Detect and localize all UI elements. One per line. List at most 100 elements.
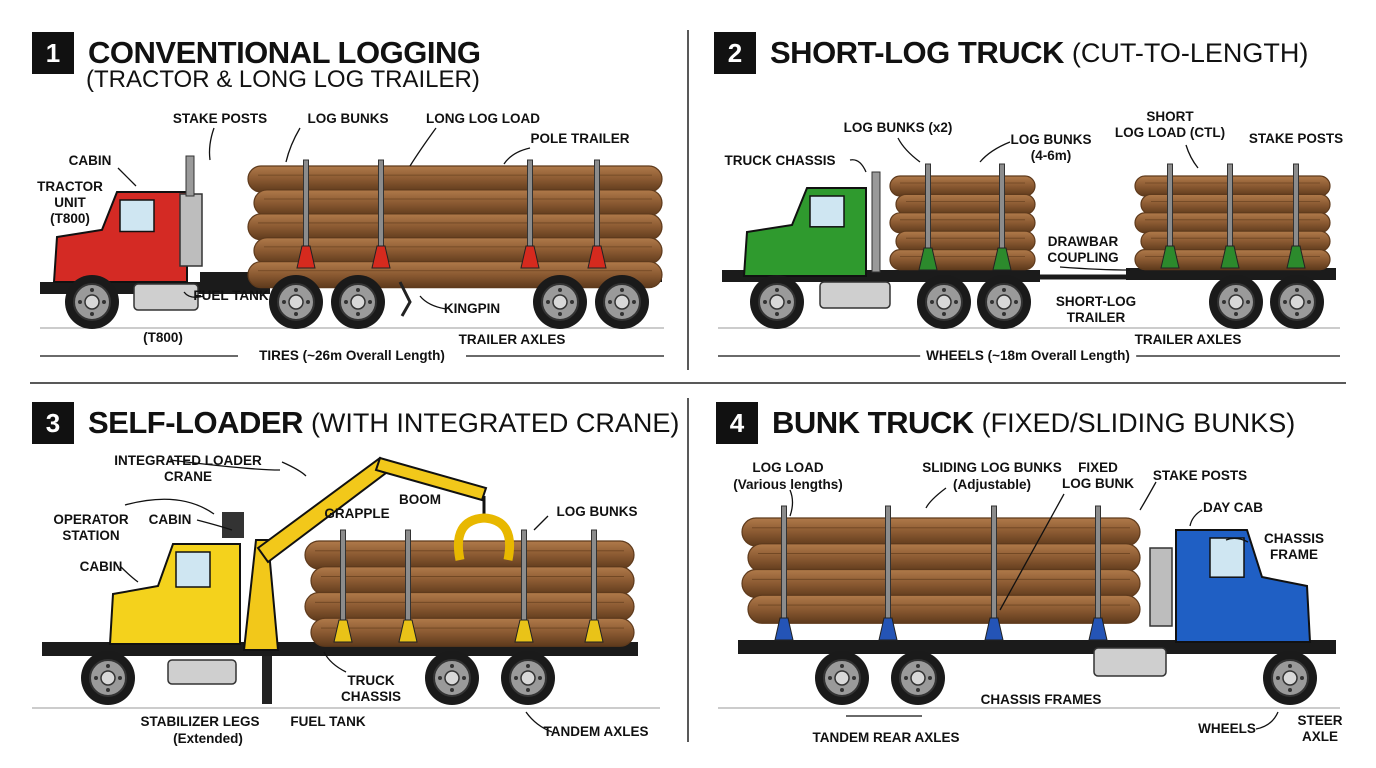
label-truck-chassis: TRUCK CHASSIS — [340, 673, 402, 704]
label-fuel-tank: FUEL TANK — [193, 288, 269, 303]
label-sliding-log-bunks: SLIDING LOG BUNKS — [922, 460, 1062, 475]
log — [310, 566, 635, 596]
panel-3-header: 3 SELF-LOADER (WITH INTEGRATED CRANE) — [32, 402, 679, 444]
panel-title: BUNK TRUCK — [772, 405, 974, 440]
log — [747, 543, 1141, 573]
label-fixed-log-bunk: FIXED LOG BUNK — [1062, 460, 1134, 491]
log-bunk — [333, 619, 353, 643]
wheel — [1208, 274, 1264, 330]
label-kingpin: KINGPIN — [443, 301, 501, 316]
wheel — [268, 274, 324, 330]
label-stake-posts: STAKE POSTS — [1248, 131, 1344, 146]
leader-day-cab — [1189, 509, 1203, 527]
label-log-load: LOG LOAD — [752, 460, 824, 475]
cab-window — [119, 199, 155, 233]
label-log-bunks: LOG BUNKS — [307, 111, 389, 126]
label-leader-arrows — [40, 127, 1340, 733]
log-bunk — [918, 247, 938, 271]
grapple — [453, 513, 515, 561]
leader-log-bunks-3 — [533, 515, 549, 531]
label-short-log-trailer: SHORT-LOG TRAILER — [1055, 294, 1137, 325]
log — [304, 591, 635, 622]
leader-tandem — [525, 711, 553, 733]
label-drawbar-coupling: DRAWBAR COUPLING — [1047, 234, 1119, 265]
exhaust-pipe — [185, 155, 195, 197]
wheel — [749, 274, 805, 330]
log-bunk — [371, 245, 391, 269]
wheel — [64, 274, 120, 330]
label-overall-length: WHEELS (~18m Overall Length) — [920, 348, 1136, 364]
leader-crane — [169, 459, 281, 471]
log — [304, 540, 635, 570]
leader-truck-chassis-3 — [323, 651, 347, 673]
panel-number: 1 — [32, 32, 74, 74]
exhaust-pipe — [871, 171, 881, 273]
panel-number: 4 — [716, 402, 758, 444]
log — [889, 249, 1036, 271]
label-grapple: GRAPPLE — [324, 506, 390, 521]
exhaust-stack — [1149, 547, 1173, 627]
label-cabin: CABIN — [68, 153, 112, 168]
log — [889, 212, 1036, 234]
label-t800: (T800) — [143, 330, 183, 345]
leader-log-bunks-x2 — [897, 137, 921, 163]
wheel — [500, 650, 556, 706]
log — [310, 617, 635, 647]
label-chassis-frames: CHASSIS FRAMES — [980, 692, 1102, 707]
log-bunk — [1088, 617, 1108, 641]
stabilizer-leg — [262, 656, 272, 704]
label-log-bunks: LOG BUNKS — [556, 504, 638, 519]
leader-wheels — [1255, 711, 1279, 730]
wheel — [80, 650, 136, 706]
leader-log-bunks-1 — [285, 127, 301, 163]
log-bunk — [514, 619, 534, 643]
panel-subtitle: (WITH INTEGRATED CRANE) — [310, 407, 680, 438]
label-wheels: WHEELS — [1198, 721, 1256, 736]
label-chassis-frame: CHASSIS FRAME — [1263, 531, 1325, 562]
panel-title: SHORT-LOG TRUCK — [770, 35, 1064, 70]
wheel — [424, 650, 480, 706]
label-pole-trailer: POLE TRAILER — [530, 131, 630, 146]
log-bunk — [878, 617, 898, 641]
panel-title: CONVENTIONAL LOGGING — [88, 35, 481, 70]
log-bunk — [1220, 245, 1240, 269]
self-loader-drawing — [32, 456, 660, 709]
fuel-tank — [167, 659, 237, 685]
label-cabin: CABIN — [79, 559, 123, 574]
log-bunk — [296, 245, 316, 269]
leader-fuel-tank-1 — [183, 291, 205, 298]
label-cabin-upper: CABIN — [148, 512, 192, 527]
log-bunk — [774, 617, 794, 641]
label-stake-posts: STAKE POSTS — [172, 111, 268, 126]
wheel — [532, 274, 588, 330]
panel-number: 2 — [714, 32, 756, 74]
label-long-log-load: LONG LOG LOAD — [426, 111, 540, 126]
label-tandem-rear-axles: TANDEM REAR AXLES — [812, 730, 960, 745]
label-log-bunks-length: LOG BUNKS (4-6m) — [1010, 132, 1092, 163]
label-sliding-note: (Adjustable) — [952, 477, 1032, 492]
cab-window — [809, 195, 845, 228]
leader-operator — [124, 498, 215, 515]
leader-stake-posts-1 — [208, 127, 215, 161]
leader-log-load — [789, 489, 794, 517]
label-tandem-axles: TANDEM AXLES — [543, 724, 649, 739]
short-log-truck-drawing — [718, 163, 1340, 330]
label-stabilizer-note: (Extended) — [173, 731, 243, 746]
log — [741, 568, 1141, 599]
operator-seat — [222, 512, 244, 538]
label-log-load-note: (Various lengths) — [733, 477, 843, 492]
chassis-frame — [738, 640, 1336, 654]
panel-2-header: 2 SHORT-LOG TRUCK (CUT-TO-LENGTH) — [714, 32, 1308, 74]
label-stabilizer-legs: STABILIZER LEGS — [140, 714, 260, 729]
cab-body — [108, 543, 241, 645]
leader-kingpin — [419, 295, 447, 310]
log — [747, 594, 1141, 624]
label-boom: BOOM — [399, 492, 441, 507]
log — [741, 517, 1141, 547]
wheel — [1262, 650, 1318, 706]
wheel — [976, 274, 1032, 330]
label-short-log-load: SHORT LOG LOAD (CTL) — [1114, 109, 1226, 140]
wheel — [890, 650, 946, 706]
label-tractor-unit: TRACTOR UNIT (T800) — [37, 179, 103, 226]
